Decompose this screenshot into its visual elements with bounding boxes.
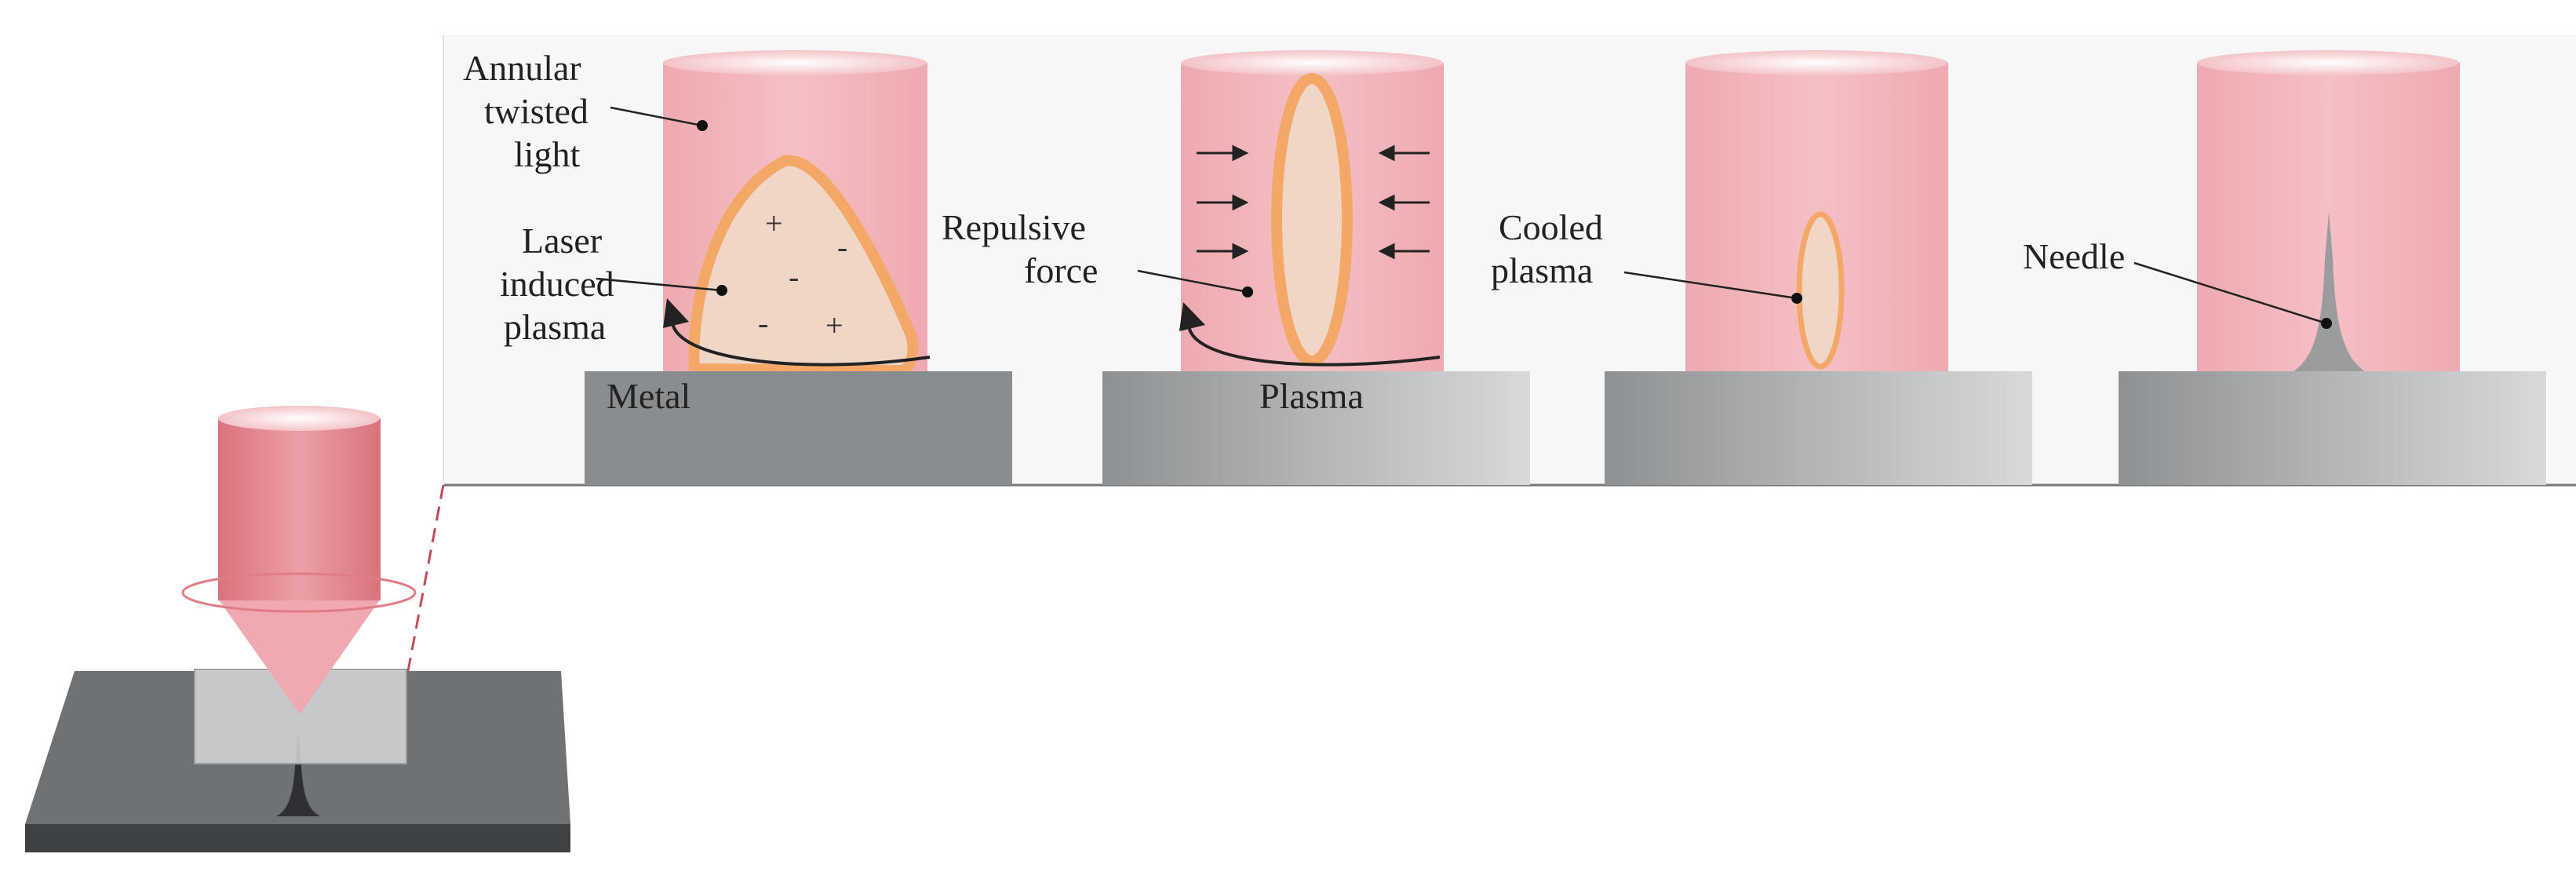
substrate-label-plasma: Plasma [1259,376,1364,416]
stage-2-repulsive-force: Plasma Repulsive force [942,50,1530,485]
leader-line [1623,271,1798,300]
annular-twisted-light-label: Annular [463,48,581,88]
stage-4-needle: Needle [2023,50,2546,485]
annular-twisted-light-label: light [514,134,581,174]
charge-symbol: + [765,206,783,241]
metal-substrate-4 [2119,371,2546,485]
leader-line [1137,269,1248,294]
overview-setup [25,406,570,852]
right-force-arrows [1378,144,1430,260]
substrate-label-metal: Metal [607,376,690,416]
leader-dot [2321,318,2332,329]
stage-3-plasma [1796,211,1845,370]
charge-symbol: - [758,305,768,341]
stage-2-beam-top [1181,50,1443,75]
needle-label: Needle [2023,236,2125,276]
needle-shape [2291,212,2367,373]
leader-dot [716,285,727,296]
repulsive-force-label: Repulsive [942,207,1086,247]
leader-line [610,106,703,127]
laser-induced-plasma-label: induced [500,264,614,304]
rotation-arrow [1187,313,1441,367]
leader-line [2133,261,2327,325]
leader-line [596,277,723,292]
repulsive-force-label: force [1024,250,1098,290]
stage-3-cooled-plasma: Cooled plasma [1491,50,2032,485]
objective-lens-top [218,406,380,431]
annular-twisted-light-label: twisted [484,91,588,131]
stage-1-plasma-generation: + - - - + Metal Annular twisted light La… [463,48,1012,485]
rotation-arrow [670,309,931,367]
cooled-plasma-label: plasma [1491,250,1593,290]
metal-substrate-1 [585,371,1012,485]
leader-dot [1791,293,1802,304]
stage-1-beam-top [663,50,927,75]
left-force-arrows [1197,144,1249,260]
leader-dot [697,120,708,131]
objective-lens [218,418,381,600]
workpiece-needle [276,730,320,816]
metal-substrate-3 [1605,371,2032,485]
stage-2-plasma [1271,73,1353,367]
charge-symbol: - [837,229,847,265]
zoom-connector [406,484,445,672]
charge-symbol: + [825,308,843,343]
cooled-plasma-label: Cooled [1499,207,1603,247]
leader-dot [1242,286,1253,297]
rotation-arrowhead [663,298,689,328]
metal-substrate-2 [1102,371,1530,485]
rotation-arrowhead [1179,302,1205,331]
stage-4-beam-top [2197,50,2459,75]
workpiece-side [25,824,570,852]
laser-induced-plasma-label: Laser [522,221,602,261]
focusing-cone [218,599,381,714]
stage-3-beam-top [1685,50,1947,75]
laser-induced-plasma-label: plasma [504,307,606,347]
annular-ring [181,572,417,613]
charge-symbol: - [789,259,799,294]
stage-1-plasma [688,155,919,377]
